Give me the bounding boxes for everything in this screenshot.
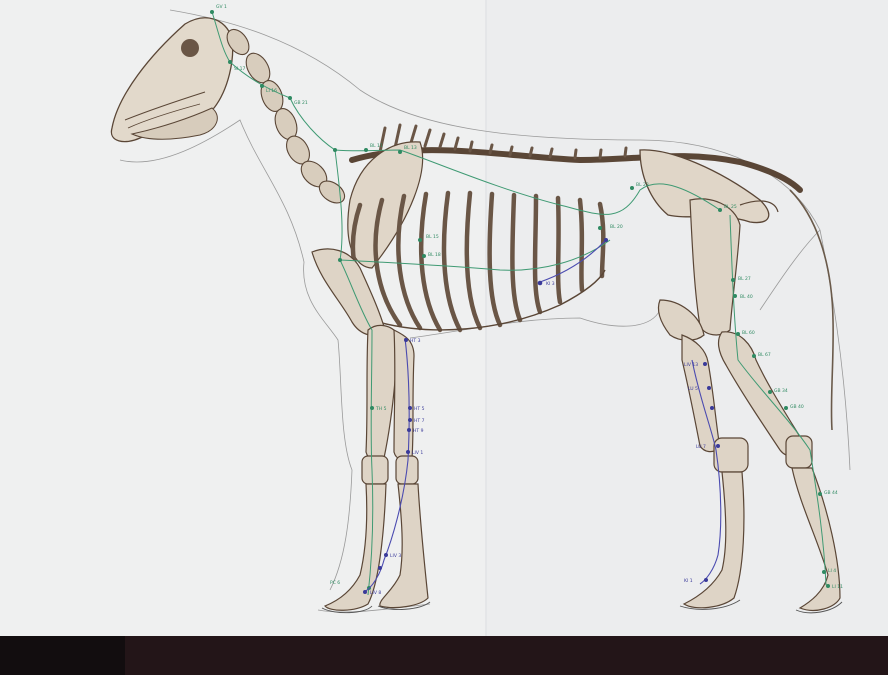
point-label: HT 5: [414, 406, 425, 412]
point-label: LU 7: [696, 444, 706, 450]
point-label: GB 44: [824, 490, 838, 496]
point-label: LIV 8: [370, 590, 381, 596]
point-label: GB 34: [774, 388, 788, 394]
point-label: TH 5: [375, 406, 387, 412]
bottom-strip: [0, 636, 888, 675]
point-label: BL 40: [740, 294, 753, 300]
point-label: LIV 1: [412, 450, 423, 456]
point-label: LI 16: [266, 88, 277, 94]
point-label: PC 6: [330, 580, 340, 586]
point-label: BL 18: [428, 252, 441, 258]
point-label: HT 3: [410, 338, 421, 344]
point-label: HT 7: [414, 418, 425, 424]
point-label: GV 1: [216, 4, 227, 10]
point-label: SI 17: [234, 66, 245, 72]
point-label: BL 67: [758, 352, 771, 358]
point-label: GB 40: [790, 404, 804, 410]
point-label: BL 25: [724, 204, 737, 210]
point-label: LIV 3: [390, 553, 401, 559]
point-label: BL 20: [610, 224, 623, 230]
point-label: LIV 13: [684, 362, 698, 368]
point-label: BL 13: [404, 145, 417, 151]
point-label: KI 3: [546, 281, 555, 287]
point-label: BL 11: [370, 143, 383, 149]
point-label: BL 60: [742, 330, 755, 336]
point-label: LI 11: [832, 584, 843, 590]
point-label: BL 23: [636, 182, 649, 188]
point-label: LI 4: [828, 568, 836, 574]
point-label: LU 5: [688, 386, 698, 392]
point-label: BL 15: [426, 234, 439, 240]
point-label: BL 27: [738, 276, 751, 282]
point-label: GB 21: [294, 100, 308, 106]
point-label: HT 9: [413, 428, 424, 434]
point-label: KI 1: [684, 578, 693, 584]
